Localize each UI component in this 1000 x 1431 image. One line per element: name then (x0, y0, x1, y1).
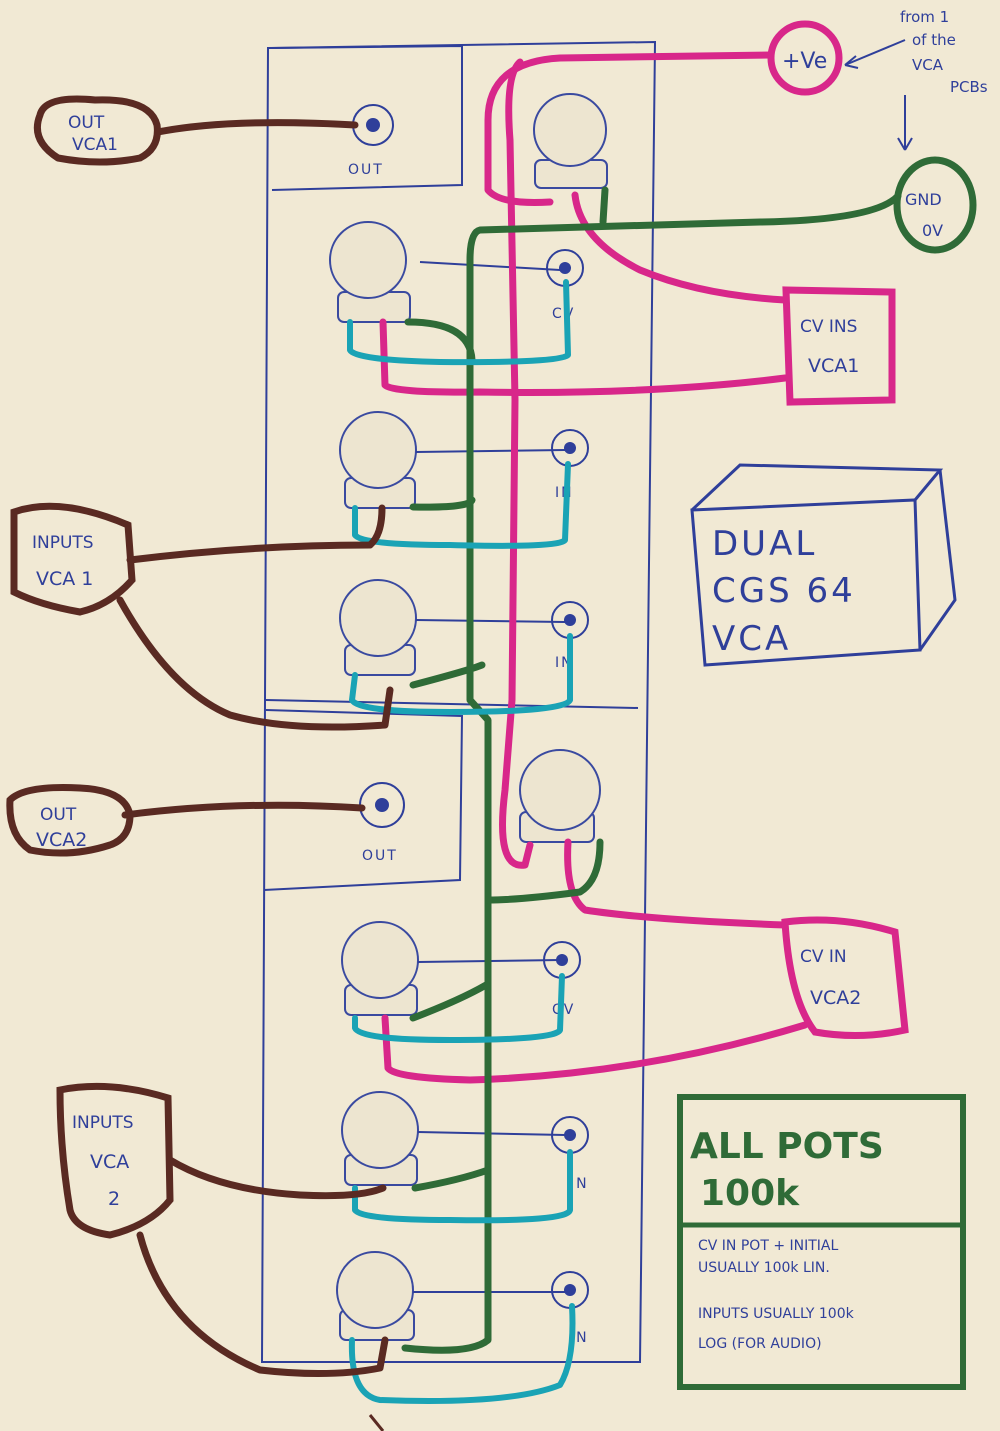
label-cv-ins-vca1: CV INS VCA1 (782, 286, 896, 406)
label-gnd: GND 0V (893, 156, 977, 254)
label-cv-in-vca2: CV IN VCA2 (781, 916, 909, 1040)
title-box: DUAL CGS 64 VCA (690, 463, 957, 667)
label-out-vca2-line1: OUT (40, 805, 77, 825)
jack-in1-vca1 (551, 429, 589, 467)
note-line2: of the (912, 31, 956, 49)
note-from-pcb: from 1 of the VCA PCBs (900, 8, 988, 96)
label-gnd-line2: 0V (922, 221, 943, 240)
title-line2: CGS 64 (712, 571, 856, 611)
pot-initial-vca2 (341, 921, 419, 1016)
jack-in2-vca1 (551, 601, 589, 639)
jack-out-vca2 (359, 782, 405, 828)
note-arrows (844, 39, 913, 151)
jack-label-out-vca1: OUT (348, 162, 384, 178)
label-gnd-line1: GND (905, 190, 942, 209)
title-line1: DUAL (712, 524, 817, 564)
jack-label-in1-vca2: IN (570, 1176, 589, 1192)
title-line3: VCA (712, 619, 791, 659)
legend-box: ALL POTS 100k CV IN POT + INITIAL USUALL… (677, 1094, 966, 1390)
jack-in2-vca2 (551, 1271, 589, 1309)
note-line3: VCA (912, 56, 944, 74)
label-out-vca2: OUT VCA2 (6, 784, 134, 857)
label-inputs-vca1-line1: INPUTS (32, 533, 94, 553)
label-out-vca1-line2: VCA1 (72, 135, 118, 155)
pot-input1-vca1 (339, 411, 417, 509)
label-inputs-vca2-line2: VCA (90, 1151, 129, 1173)
pot-input2-vca1 (339, 579, 417, 676)
pot-initial-vca1 (329, 221, 411, 323)
jack-label-out-vca2: OUT (362, 848, 398, 864)
legend-body-line1: CV IN POT + INITIAL (698, 1238, 838, 1254)
cyan-wires (347, 279, 576, 1404)
label-inputs-vca1-line2: VCA 1 (36, 568, 93, 590)
legend-body-line4: LOG (FOR AUDIO) (698, 1336, 822, 1352)
pot-input2-vca2 (336, 1251, 415, 1341)
jack-label-cv-vca1: CV (552, 306, 575, 322)
label-cv-ins-vca1-line1: CV INS (800, 317, 857, 337)
legend-body-line2: USUALLY 100k LIN. (698, 1260, 830, 1276)
pot-input1-vca2 (341, 1091, 419, 1186)
label-inputs-vca2-line1: INPUTS (72, 1113, 134, 1133)
jack-out-vca1 (352, 104, 394, 146)
label-out-vca1-line1: OUT (68, 113, 105, 133)
label-out-vca1: OUT VCA1 (33, 95, 161, 166)
label-cv-in-vca2-line2: VCA2 (810, 987, 861, 1009)
label-inputs-vca2-line3: 2 (108, 1188, 120, 1210)
green-wires (401, 186, 902, 1354)
legend-body-line3: INPUTS USUALLY 100k (698, 1306, 855, 1322)
label-pos-v: +Ve (767, 20, 843, 96)
label-cv-ins-vca1-line2: VCA1 (808, 355, 859, 377)
note-line1: from 1 (900, 8, 949, 26)
pot-cv-vca2 (519, 749, 601, 843)
label-inputs-vca1: INPUTS VCA 1 (10, 502, 136, 616)
note-line4: PCBs (950, 78, 988, 96)
legend-heading-line1: ALL POTS (690, 1126, 884, 1167)
brown-wires (116, 119, 394, 1378)
label-inputs-vca2: INPUTS VCA 2 (56, 1082, 174, 1239)
label-out-vca2-line2: VCA2 (36, 829, 87, 851)
label-pos-v-text: +Ve (782, 49, 827, 74)
pot-cv-vca1 (533, 93, 608, 189)
legend-heading-line2: 100k (700, 1173, 800, 1214)
label-cv-in-vca2-line1: CV IN (800, 947, 847, 967)
pink-wires (379, 51, 809, 1084)
stray-pen-mark (368, 1414, 385, 1431)
panel-outline (260, 40, 657, 1363)
